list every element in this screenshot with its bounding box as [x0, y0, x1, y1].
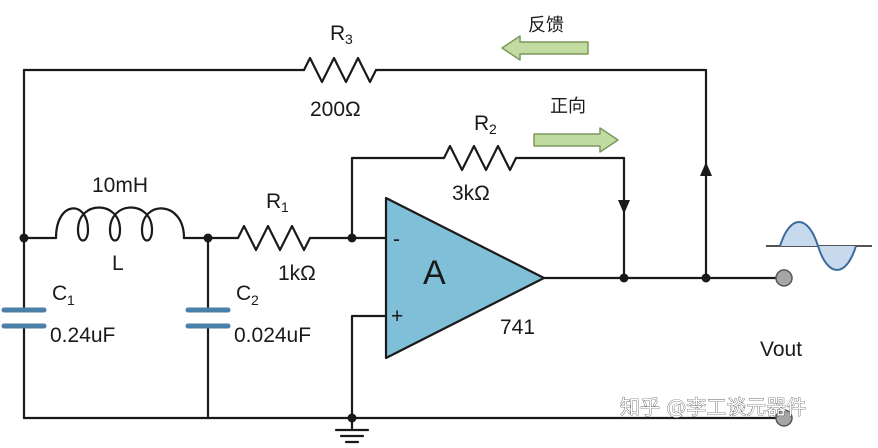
r1-subscript: 1: [281, 199, 289, 215]
ground-icon: [334, 428, 370, 444]
inductor-name: L: [112, 252, 124, 275]
r2-subscript: 2: [489, 121, 497, 137]
opamp-letter: A: [423, 254, 446, 292]
vout-label: Vout: [760, 338, 802, 361]
wire-r2-right: [520, 156, 626, 280]
watermark: 知乎 @李工谈元器件: [620, 395, 806, 419]
sine-wave-icon: [766, 221, 872, 271]
node-left: [19, 233, 29, 243]
c2-label: C: [236, 282, 251, 305]
feedback-tag: 反馈: [528, 15, 564, 36]
r1-label: R: [266, 190, 281, 213]
inductor-value: 10mH: [92, 174, 148, 197]
r3-value: 200Ω: [310, 98, 361, 121]
opamp-minus: -: [393, 228, 400, 251]
node-r3-out: [701, 273, 711, 283]
wire-r2-left: [350, 156, 446, 240]
wire-arrow-down-icon: [618, 200, 630, 214]
wire-top-right: [380, 68, 708, 280]
feedback-arrow-icon: [501, 35, 589, 61]
forward-tag: 正向: [550, 96, 586, 117]
forward-arrow-icon: [533, 127, 619, 153]
c2-subscript: 2: [251, 292, 259, 308]
c1-label: C: [52, 282, 67, 305]
resistor-r2: [442, 144, 524, 172]
c1-subscript: 1: [67, 292, 75, 308]
opamp-plus: +: [391, 305, 403, 328]
r2-label: R: [474, 112, 489, 135]
resistor-r3: [302, 56, 384, 84]
r1-value: 1kΩ: [278, 262, 316, 285]
node-c2: [203, 233, 213, 243]
capacitor-c1: [1, 307, 47, 329]
resistor-r1: [236, 224, 322, 252]
ground-terminal: [775, 409, 793, 427]
opamp-model: 741: [500, 316, 535, 339]
output-terminal: [775, 269, 793, 287]
inductor-l: [54, 206, 186, 242]
node-r2-out: [619, 273, 629, 283]
c2-value: 0.024uF: [234, 324, 311, 347]
c1-value: 0.24uF: [50, 324, 115, 347]
r2-value: 3kΩ: [452, 182, 490, 205]
r3-subscript: 3: [345, 31, 353, 47]
r3-label: R: [330, 22, 345, 45]
wire-plus-input: [350, 314, 388, 420]
wires: [22, 68, 786, 432]
node-ground: [347, 413, 357, 423]
junction-dots: [19, 233, 711, 423]
opamp-triangle: [384, 196, 546, 360]
capacitor-c2: [185, 307, 231, 329]
wire-arrow-up-icon: [700, 162, 712, 176]
node-minus: [347, 233, 357, 243]
